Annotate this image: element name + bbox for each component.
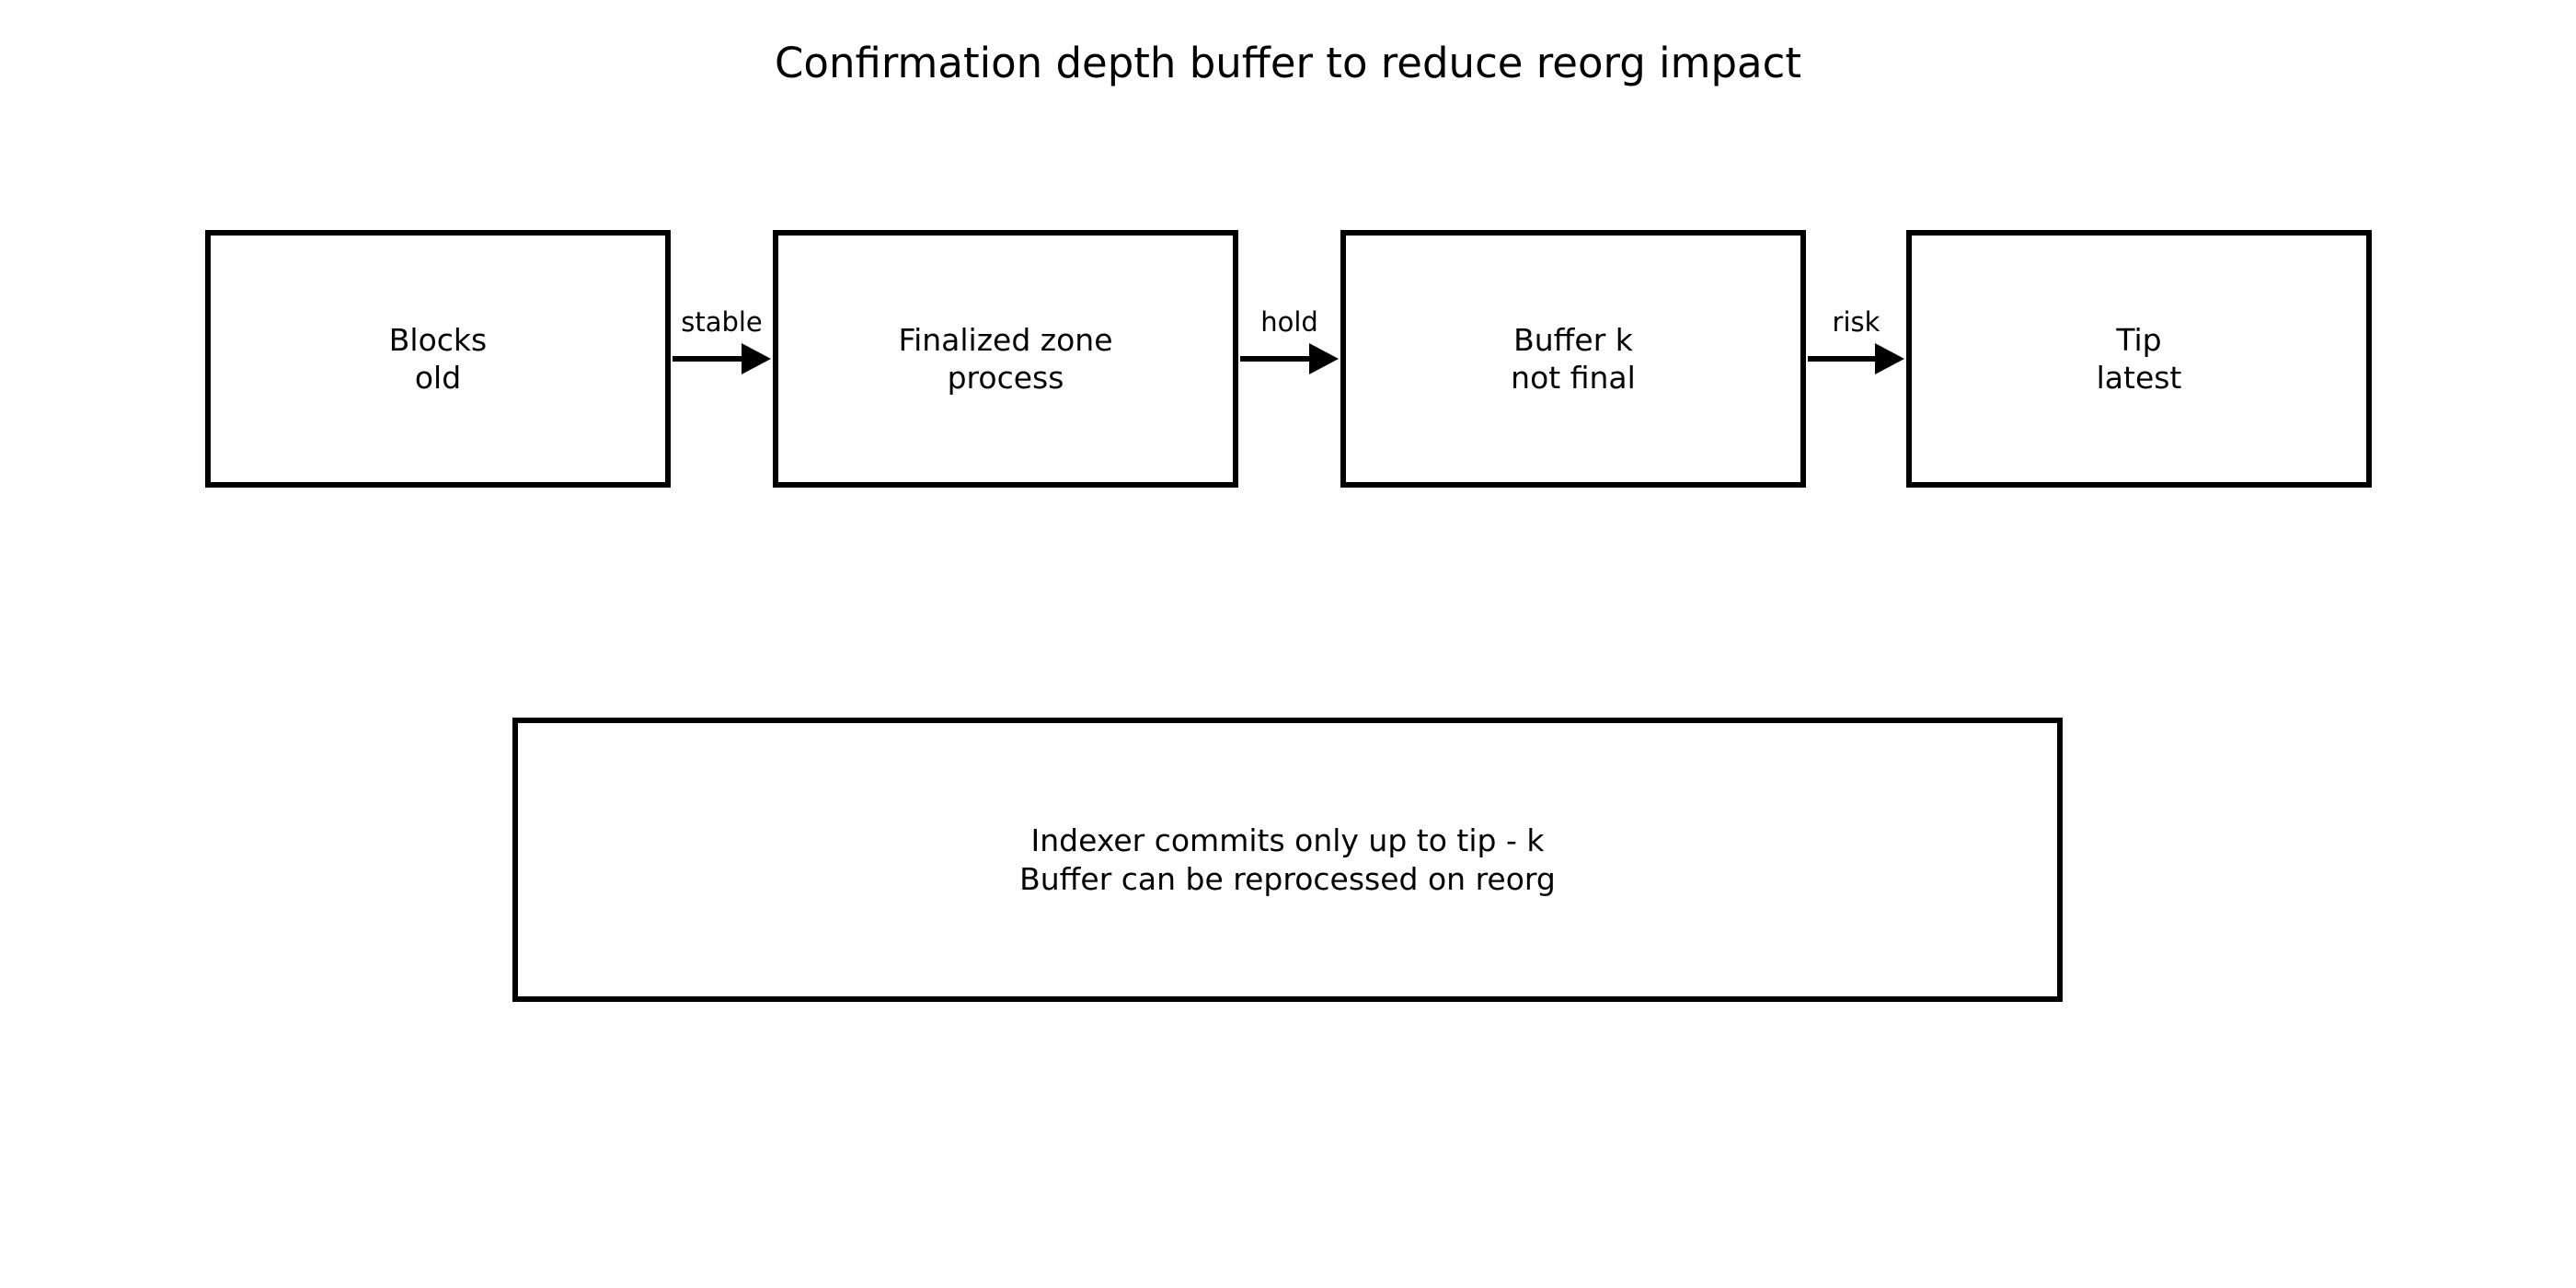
node-buffer-k: Buffer k not final xyxy=(1340,230,1806,488)
arrow-shaft xyxy=(1808,356,1880,362)
note-line2: Buffer can be reprocessed on reorg xyxy=(1019,860,1556,897)
node-tip-latest-line1: Tip xyxy=(2116,321,2162,358)
node-buffer-k-line2: not final xyxy=(1511,360,1636,396)
arrow-right-icon xyxy=(1875,343,1904,374)
node-blocks-old: Blocks old xyxy=(205,230,671,488)
page-title: Confirmation depth buffer to reduce reor… xyxy=(775,39,1801,87)
node-finalized-zone: Finalized zone process xyxy=(773,230,1238,488)
arrow-right-icon xyxy=(1309,343,1339,374)
arrow-right-icon xyxy=(742,343,771,374)
edge-hold: hold xyxy=(1238,230,1340,488)
node-tip-latest-line2: latest xyxy=(2096,360,2182,396)
node-tip-latest: Tip latest xyxy=(1906,230,2372,488)
note-box: Indexer commits only up to tip - k Buffe… xyxy=(512,718,2063,1002)
edge-risk: risk xyxy=(1806,230,1906,488)
arrow-shaft xyxy=(673,356,747,362)
node-blocks-old-line2: old xyxy=(414,360,462,396)
node-finalized-zone-line2: process xyxy=(947,360,1064,396)
node-blocks-old-line1: Blocks xyxy=(388,321,488,358)
arrow-shaft xyxy=(1240,356,1315,362)
edge-stable: stable xyxy=(671,230,773,488)
node-buffer-k-line1: Buffer k xyxy=(1513,321,1633,358)
edge-hold-label: hold xyxy=(1260,306,1318,339)
note-line1: Indexer commits only up to tip - k xyxy=(1030,822,1545,859)
edge-risk-label: risk xyxy=(1832,306,1880,339)
node-finalized-zone-line1: Finalized zone xyxy=(898,321,1113,358)
edge-stable-label: stable xyxy=(681,306,763,339)
